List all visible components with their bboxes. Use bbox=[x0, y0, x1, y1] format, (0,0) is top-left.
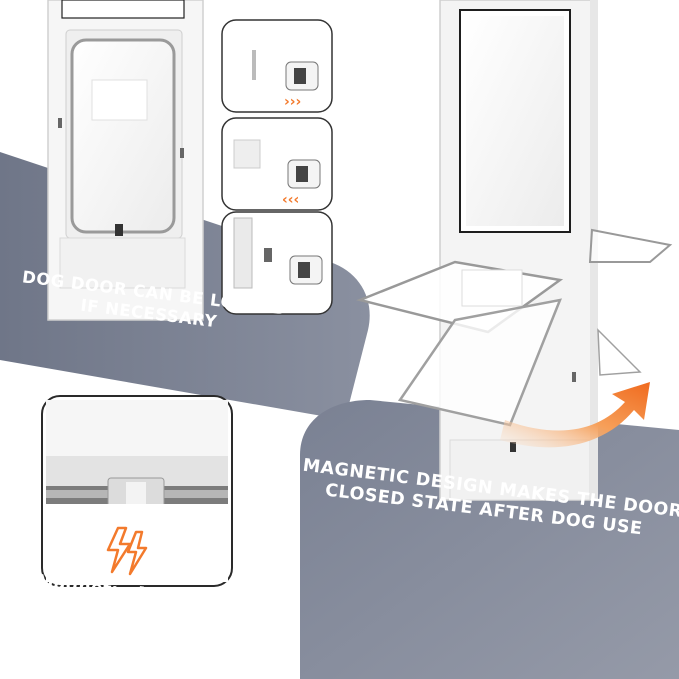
lightning-bolt-icon bbox=[106, 526, 148, 576]
right-door-panel bbox=[355, 0, 673, 501]
lock-step-3-card bbox=[221, 211, 333, 315]
lock-step-1-card: ››› bbox=[221, 19, 333, 113]
left-door-panel bbox=[47, 0, 204, 321]
chevron-left-arrows-icon: ‹‹‹ bbox=[282, 192, 299, 208]
chevron-right-arrows-icon: ››› bbox=[284, 94, 301, 110]
lock-step-2-card: ‹‹‹ bbox=[221, 117, 333, 211]
curved-arrow-icon bbox=[500, 382, 650, 448]
magnet-detail-card bbox=[41, 395, 233, 587]
